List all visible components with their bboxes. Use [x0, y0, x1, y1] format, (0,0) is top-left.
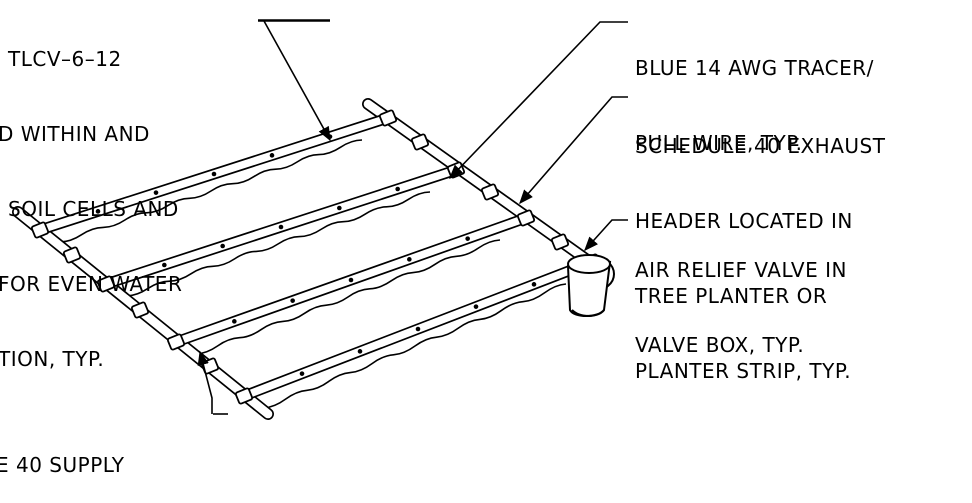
leader-supply	[197, 350, 213, 414]
tee-fitting	[166, 333, 186, 351]
emitter-dot	[337, 205, 342, 211]
note-line: FOR EVEN WATER	[0, 272, 183, 296]
emitter-dot	[531, 282, 537, 287]
note-line: TLCV–6–12	[8, 47, 122, 71]
note-tracer-wire: BLUE 14 AWG TRACER/ PULL WIRE, TYP.	[635, 6, 874, 181]
note-supply-header: E 40 SUPPLY	[0, 403, 124, 503]
note-line: BLUE 14 AWG TRACER/	[635, 56, 874, 80]
emitter-dot	[348, 277, 354, 283]
emitter-dot	[415, 326, 421, 332]
emitter-dot	[465, 236, 470, 241]
emitter-dot	[473, 304, 479, 309]
emitter-dot	[290, 298, 295, 303]
tee-fitting	[516, 209, 536, 227]
note-line: AIR RELIEF VALVE IN	[635, 258, 847, 282]
tracer-wire	[59, 139, 363, 243]
tee-fitting	[378, 109, 398, 127]
emitter-dot	[95, 209, 101, 214]
note-line: PLANTER STRIP, TYP.	[635, 359, 852, 383]
coupler-fitting	[550, 233, 570, 251]
emitter-dots	[95, 134, 537, 376]
tee-fitting	[96, 275, 116, 293]
emitter-dot	[220, 243, 225, 249]
note-exhaust-header: SCHEDULE 40 EXHAUST HEADER LOCATED IN TR…	[635, 84, 885, 409]
note-line: TREE PLANTER OR	[635, 284, 828, 308]
coupler-fitting	[480, 183, 500, 201]
emitter-dot	[395, 186, 400, 192]
note-air-relief-valve: AIR RELIEF VALVE IN VALVE BOX, TYP.	[635, 208, 847, 383]
coupler-fitting	[410, 133, 430, 151]
leader-tracer	[449, 21, 628, 180]
emitter-dot	[162, 262, 167, 268]
note-lateral-pipe: TLCV–6–12 D WITHIN AND SOIL CELLS AND FO…	[0, 0, 182, 397]
note-line: TION, TYP.	[0, 347, 105, 371]
emitter-dot	[269, 153, 275, 158]
note-line: SOIL CELLS AND	[8, 197, 179, 221]
tee-fitting	[234, 387, 254, 405]
note-line: SCHEDULE 40 EXHAUST	[635, 134, 886, 158]
tracer-wires	[59, 139, 567, 409]
note-line: VALVE BOX, TYP.	[635, 333, 805, 357]
emitter-dot	[153, 190, 159, 195]
emitter-dot	[299, 371, 305, 376]
piping-diagram	[12, 19, 628, 420]
tracer-wire	[125, 191, 431, 297]
leader-valve	[584, 219, 628, 252]
tracer-wire	[195, 239, 501, 355]
leader-lines	[197, 19, 628, 415]
note-line: PULL WIRE, TYP.	[635, 131, 803, 155]
tee-fitting	[30, 221, 50, 239]
note-line: D WITHIN AND	[0, 122, 150, 146]
emitter-dot	[211, 171, 217, 177]
air-relief-valve-box	[566, 254, 616, 317]
tracer-wire	[263, 283, 567, 409]
emitter-dot	[357, 349, 363, 354]
note-line: E 40 SUPPLY	[0, 453, 125, 477]
note-line: HEADER LOCATED IN	[635, 209, 853, 233]
leader-lateral-line	[258, 20, 330, 140]
leader-exhaust	[519, 96, 628, 205]
emitter-dot	[278, 224, 284, 230]
emitter-dot	[407, 257, 412, 262]
emitter-dot	[232, 319, 237, 324]
coupler-fitting	[62, 246, 82, 264]
coupler-fitting	[130, 301, 150, 319]
